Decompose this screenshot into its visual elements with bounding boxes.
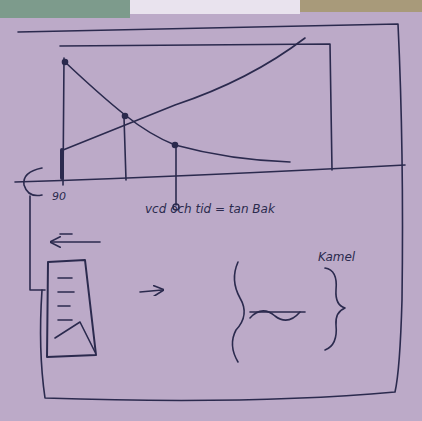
dash	[60, 233, 72, 235]
outer-frame	[18, 24, 403, 400]
wire	[250, 311, 305, 313]
photo-background	[300, 0, 422, 12]
arrow	[52, 241, 100, 243]
arrow	[140, 290, 162, 292]
y-axis	[63, 58, 64, 185]
brace	[325, 268, 345, 350]
curve-point	[173, 143, 178, 148]
curve-point	[63, 60, 68, 65]
rising-curve	[63, 38, 305, 150]
scale-marks	[58, 278, 74, 320]
handwritten-note: vcd och tid = tan Bak	[145, 202, 275, 216]
diagonal-line	[55, 322, 95, 352]
trapezoid-box	[47, 260, 96, 357]
falling-curve	[65, 62, 290, 162]
wavy-line	[232, 262, 244, 362]
x-axis	[15, 165, 405, 182]
photo-background	[0, 0, 130, 18]
half-circle	[24, 168, 42, 196]
handwritten-note: Kamel	[318, 250, 355, 264]
photo-background	[130, 0, 300, 14]
wire	[30, 196, 45, 290]
axis-dots	[60, 150, 64, 178]
handwritten-note: 90	[52, 190, 66, 203]
curve-point	[123, 114, 128, 119]
drop-line	[175, 145, 177, 205]
inner-frame	[60, 44, 332, 170]
drop-line	[124, 117, 126, 180]
